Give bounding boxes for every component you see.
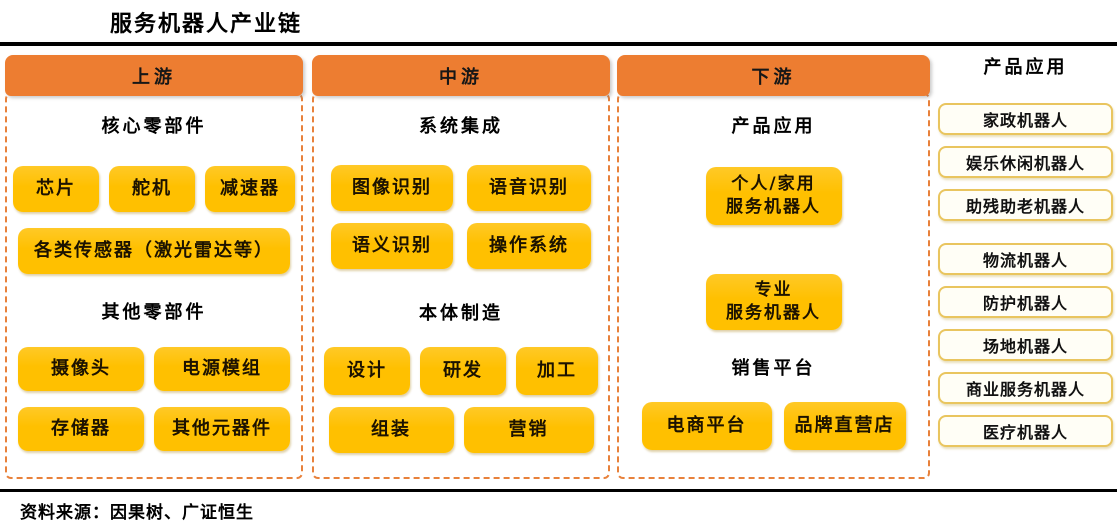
chip-chip: 芯片 — [13, 166, 99, 212]
chip-marketing: 营销 — [463, 407, 594, 453]
chip-row: 设计 研发 加工 — [314, 347, 608, 395]
app-box-entertainment: 娱乐休闲机器人 — [938, 146, 1113, 178]
column-upstream: 上游 核心零部件 芯片 舵机 减速器 各类传感器（激光雷达等） 其他零部件 摄像… — [5, 55, 303, 479]
section-label-body-manufacturing: 本体制造 — [419, 303, 503, 324]
app-box-security: 防护机器人 — [938, 286, 1113, 318]
chip-brand-store: 品牌直营店 — [783, 402, 906, 450]
title-underline — [0, 42, 1117, 46]
chip-sensors: 各类传感器（激光雷达等） — [18, 228, 290, 274]
chip-personal-home-robot: 个人/家用 服务机器人 — [705, 167, 842, 225]
chip-other-parts: 其他元器件 — [154, 407, 290, 451]
chip-camera: 摄像头 — [18, 347, 144, 391]
section-label-system-integration: 系统集成 — [419, 116, 503, 137]
chip-rnd: 研发 — [420, 347, 506, 395]
app-box-elderly-assist: 助残助老机器人 — [938, 189, 1113, 221]
app-box-commercial-service: 商业服务机器人 — [938, 372, 1113, 404]
chip-row: 电商平台 品牌直营店 — [619, 402, 928, 450]
column-downstream-header: 下游 — [617, 55, 930, 96]
chip-row: 组装 营销 — [314, 407, 608, 453]
section-label-other-components: 其他零部件 — [101, 302, 207, 323]
applications-group-gap — [938, 232, 1113, 243]
chip-design: 设计 — [324, 347, 410, 395]
chip-image-recognition: 图像识别 — [331, 165, 453, 211]
chip-operating-system: 操作系统 — [467, 223, 591, 269]
chip-row: 个人/家用 服务机器人 — [619, 167, 928, 225]
chip-ecommerce-platform: 电商平台 — [641, 402, 772, 450]
figure-title: 服务机器人产业链 — [110, 11, 303, 37]
chip-row: 图像识别 语音识别 — [314, 165, 608, 211]
app-box-field: 场地机器人 — [938, 329, 1113, 361]
column-upstream-body: 核心零部件 芯片 舵机 减速器 各类传感器（激光雷达等） 其他零部件 摄像头 电… — [5, 93, 303, 479]
column-midstream-body: 系统集成 图像识别 语音识别 语义识别 操作系统 本体制造 设计 研发 加工 组… — [312, 93, 610, 479]
chip-professional-robot: 专业 服务机器人 — [705, 274, 842, 330]
source-note: 资料来源：因果树、广证恒生 — [20, 503, 254, 523]
chip-assembly: 组装 — [328, 407, 454, 453]
app-box-logistics: 物流机器人 — [938, 243, 1113, 275]
chip-row: 芯片 舵机 减速器 — [7, 166, 301, 212]
chip-semantic-recognition: 语义识别 — [331, 223, 453, 269]
section-label-product-application: 产品应用 — [731, 116, 816, 137]
column-downstream: 下游 产品应用 个人/家用 服务机器人 专业 服务机器人 销售平台 电商平台 品… — [617, 55, 930, 479]
app-box-housekeeping: 家政机器人 — [938, 103, 1113, 135]
chip-speech-recognition: 语音识别 — [467, 165, 591, 211]
chip-row: 语义识别 操作系统 — [314, 223, 608, 269]
column-upstream-header: 上游 — [5, 55, 303, 96]
chip-row: 各类传感器（激光雷达等） — [7, 228, 301, 274]
chip-row: 存储器 其他元器件 — [7, 407, 301, 451]
chip-memory: 存储器 — [18, 407, 144, 451]
chip-power-module: 电源模组 — [154, 347, 290, 391]
applications-panel: 产品应用 家政机器人 娱乐休闲机器人 助残助老机器人 物流机器人 防护机器人 场… — [938, 55, 1113, 458]
section-label-sales-platform: 销售平台 — [731, 358, 816, 379]
chip-row: 专业 服务机器人 — [619, 274, 928, 330]
app-box-medical: 医疗机器人 — [938, 415, 1113, 447]
column-midstream-header: 中游 — [312, 55, 610, 96]
source-divider — [0, 489, 1117, 492]
applications-title: 产品应用 — [983, 57, 1068, 78]
column-midstream: 中游 系统集成 图像识别 语音识别 语义识别 操作系统 本体制造 设计 研发 加… — [312, 55, 610, 479]
section-label-core-components: 核心零部件 — [101, 116, 207, 137]
chip-reducer: 减速器 — [205, 166, 295, 212]
chip-processing: 加工 — [516, 347, 598, 395]
chip-servo: 舵机 — [109, 166, 195, 212]
column-downstream-body: 产品应用 个人/家用 服务机器人 专业 服务机器人 销售平台 电商平台 品牌直营… — [617, 93, 930, 479]
chip-row: 摄像头 电源模组 — [7, 347, 301, 391]
